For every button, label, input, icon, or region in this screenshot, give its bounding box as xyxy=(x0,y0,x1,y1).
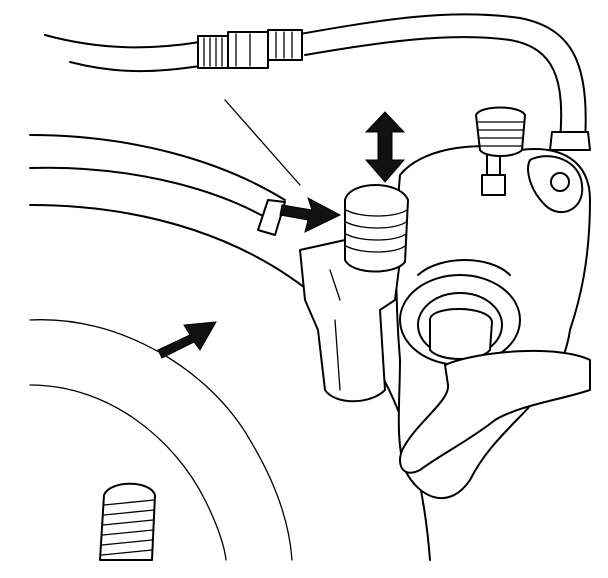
wheel-stud xyxy=(99,482,156,561)
bleeder-screw xyxy=(475,106,526,196)
pointer-arrow-to-boot xyxy=(279,196,342,233)
caliper-body xyxy=(395,145,591,499)
guide-pin-boot xyxy=(299,184,409,403)
pointer-arrow-to-disc xyxy=(157,321,217,359)
double-arrow-vertical xyxy=(364,111,406,183)
brake-disc xyxy=(29,99,431,561)
brake-hose xyxy=(44,13,591,151)
